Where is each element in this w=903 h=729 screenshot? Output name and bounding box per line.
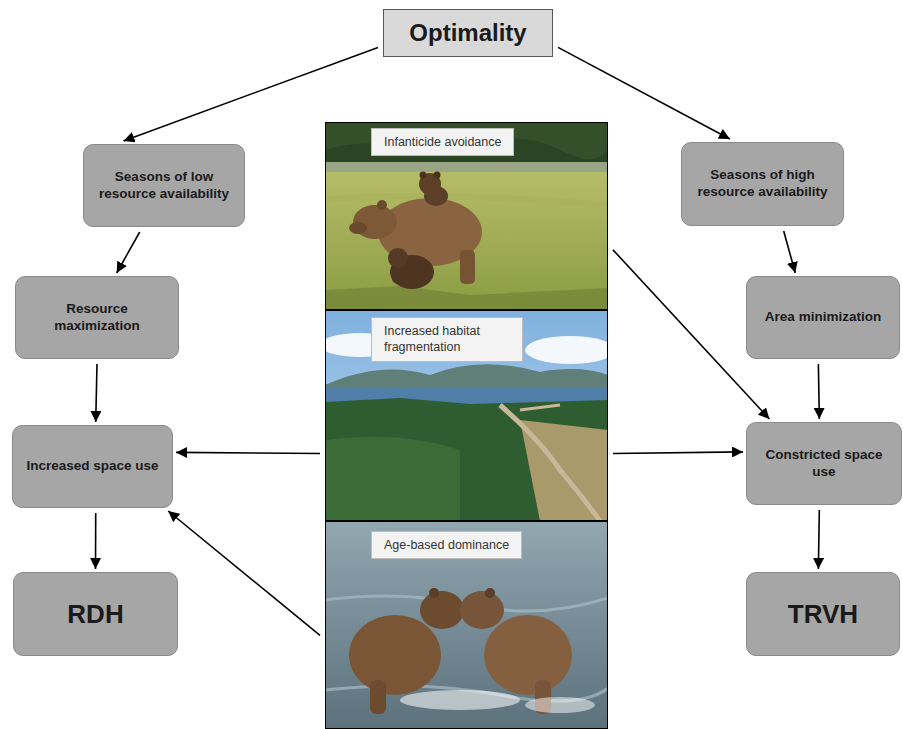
box-label: Resource maximization	[22, 301, 172, 335]
bears-fighting-photo	[325, 521, 608, 729]
flow-arrow	[117, 232, 140, 273]
flow-arrow	[176, 452, 320, 453]
box-label: Constricted space use	[753, 447, 895, 481]
flow-arrow	[96, 364, 97, 422]
bear-family-photo	[325, 122, 608, 310]
flow-arrow	[784, 231, 796, 273]
photo-panel: Age-based dominance	[325, 521, 608, 729]
flow-arrow	[124, 47, 379, 141]
flow-arrow	[558, 47, 730, 139]
box-label: TRVH	[788, 598, 858, 631]
flow-arrow	[168, 511, 320, 635]
title-text: Optimality	[409, 18, 526, 48]
landscape-photo	[325, 310, 608, 521]
flow-arrow	[818, 364, 821, 419]
photo-caption: Increased habitat fragmentation	[371, 317, 523, 362]
outcome-box: Increased space use	[12, 425, 173, 508]
goal-box: Optimality	[383, 9, 553, 57]
strategy-box: Area minimization	[746, 276, 900, 359]
box-label: RDH	[67, 598, 123, 631]
box-label: Seasons of low resource availability	[90, 169, 238, 203]
box-label: Increased space use	[26, 458, 158, 475]
hypothesis-box: TRVH	[746, 572, 900, 656]
condition-box: Seasons of low resource availability	[83, 144, 245, 227]
flow-arrow	[95, 513, 97, 569]
hypothesis-box: RDH	[13, 572, 178, 656]
box-label: Area minimization	[765, 309, 881, 326]
flow-arrow	[613, 452, 743, 454]
photo-caption: Infanticide avoidance	[371, 128, 514, 156]
photo-panel: Infanticide avoidance	[325, 122, 608, 310]
box-label: Seasons of high resource availability	[688, 167, 837, 201]
strategy-box: Resource maximization	[15, 276, 179, 359]
condition-box: Seasons of high resource availability	[681, 142, 844, 226]
photo-caption: Age-based dominance	[371, 531, 522, 559]
flow-arrow	[818, 510, 821, 569]
photo-panel: Increased habitat fragmentation	[325, 310, 608, 521]
outcome-box: Constricted space use	[746, 422, 902, 505]
